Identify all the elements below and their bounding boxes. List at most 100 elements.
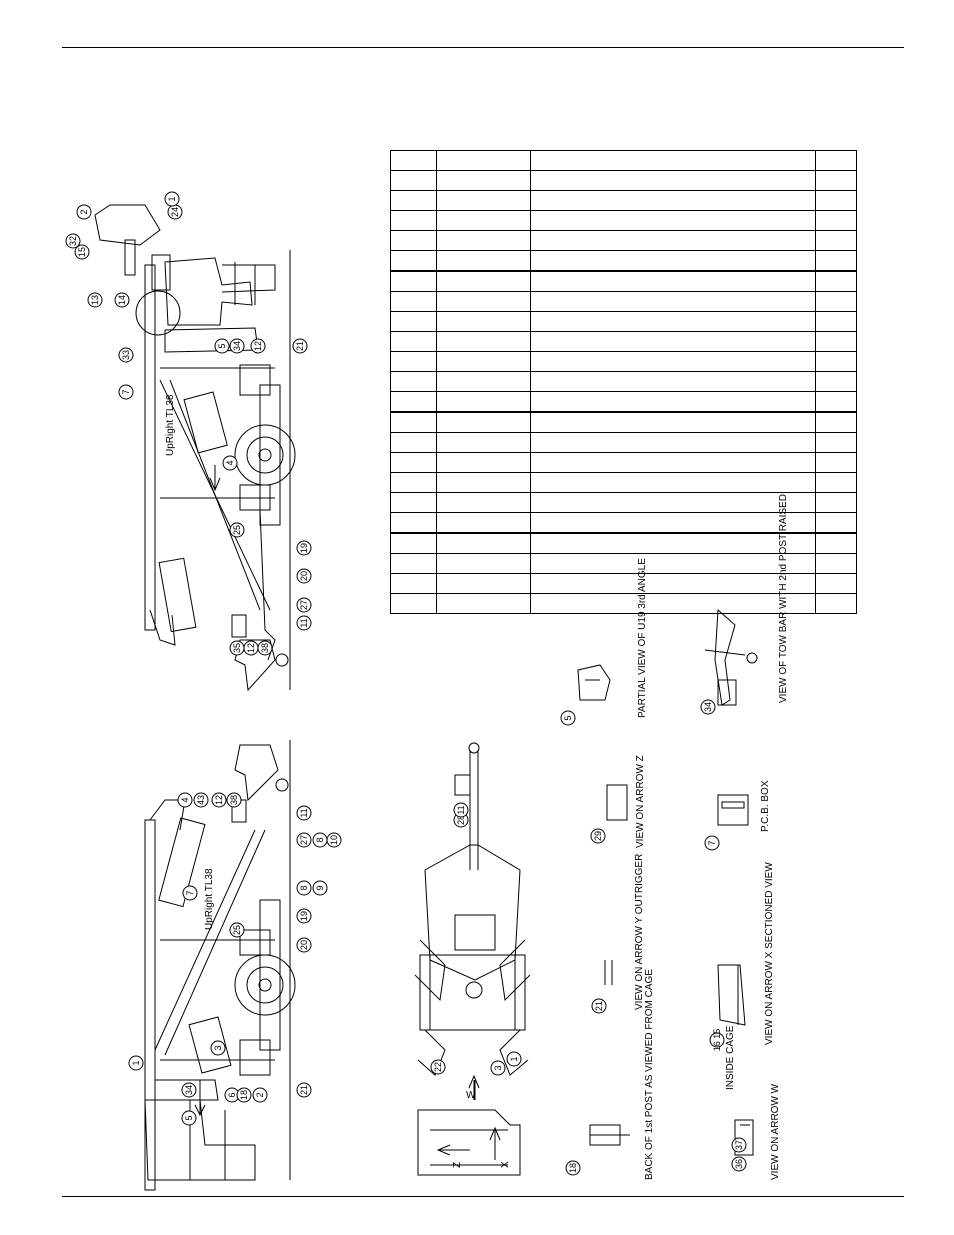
callout-lower: 21 — [296, 1082, 312, 1098]
callout-upper: 32 — [65, 233, 81, 249]
table-row — [390, 371, 857, 392]
svg-text:8: 8 — [315, 837, 325, 842]
table-row — [390, 291, 857, 312]
callout-upper: 11 — [296, 615, 312, 631]
callout-upper: 20 — [296, 568, 312, 584]
svg-text:19: 19 — [299, 911, 309, 921]
plan-view — [414, 742, 531, 1176]
svg-text:37: 37 — [734, 1140, 744, 1150]
table-row — [390, 593, 857, 614]
svg-text:25: 25 — [232, 925, 242, 935]
svg-text:32: 32 — [68, 236, 78, 246]
callout-partial-view: 5 — [560, 710, 576, 726]
svg-text:7: 7 — [121, 389, 131, 394]
callout-lower: 18 — [236, 1087, 252, 1103]
arrow-z-caption: VIEW ON ARROW Z — [635, 755, 646, 848]
table-cell — [815, 371, 857, 392]
svg-text:15: 15 — [77, 247, 87, 257]
callout-lower: 7 — [182, 885, 198, 901]
svg-text:1: 1 — [509, 1056, 519, 1061]
upper-brand-label: UpRight TL38 — [165, 394, 176, 456]
table-row — [390, 311, 857, 332]
inside-cage-label: INSIDE CAGE — [725, 1025, 736, 1090]
svg-text:7: 7 — [707, 840, 717, 845]
upper-elevation-view — [94, 204, 296, 692]
callout-upper: 25 — [229, 522, 245, 538]
svg-text:34: 34 — [184, 1085, 194, 1095]
callout-arrow-z: 29 — [590, 828, 606, 844]
callout-lower: 10 — [326, 832, 342, 848]
svg-text:19: 19 — [299, 543, 309, 553]
svg-text:29: 29 — [593, 831, 603, 841]
svg-text:43: 43 — [196, 795, 206, 805]
view-arrows — [194, 465, 501, 1160]
callout-back-post: 18 — [565, 1160, 581, 1176]
table-row — [390, 250, 857, 272]
svg-text:11: 11 — [456, 805, 466, 814]
svg-text:6: 6 — [227, 1092, 237, 1097]
table-row — [390, 512, 857, 534]
callout-plan: 3 — [490, 1060, 506, 1076]
svg-text:13: 13 — [90, 295, 100, 305]
svg-text:5: 5 — [217, 343, 227, 348]
svg-text:14: 14 — [117, 295, 127, 305]
svg-text:9: 9 — [315, 885, 325, 890]
footer-rule — [62, 1196, 904, 1197]
svg-text:33: 33 — [121, 350, 131, 360]
table-row — [390, 230, 857, 251]
svg-text:34: 34 — [232, 341, 242, 351]
svg-text:18: 18 — [239, 1090, 249, 1100]
table-row — [390, 573, 857, 594]
callout-upper: 12 — [250, 338, 266, 354]
partial-view-line: PARTIAL VIEW OF U19 3rd ANGLE — [637, 558, 648, 718]
callout-upper: 35 — [229, 640, 245, 656]
parts-list-table — [390, 150, 857, 614]
callout-upper: 1 — [164, 191, 180, 207]
callout-lower: 43 — [193, 792, 209, 808]
callout-lower: 20 — [296, 937, 312, 953]
callout-plan: 11 — [453, 802, 469, 818]
callout-lower: 1 — [128, 1055, 144, 1071]
arrow-y-caption: VIEW ON ARROW Y OUTRIGGER — [634, 854, 645, 1010]
table-cell — [815, 492, 857, 513]
callout-lower: 34 — [181, 1082, 197, 1098]
svg-text:7: 7 — [185, 890, 195, 895]
callout-lower: 5 — [181, 1110, 197, 1126]
callout-lower: 12 — [211, 792, 227, 808]
arrow-z-label: Z — [452, 1162, 463, 1168]
svg-text:16 15: 16 15 — [712, 1029, 722, 1052]
svg-text:4: 4 — [180, 797, 190, 802]
svg-text:3: 3 — [213, 1045, 223, 1050]
callout-lower: 38 — [226, 792, 242, 808]
callout-upper: 2 — [76, 204, 92, 220]
callout-arrow-w: 36 — [731, 1156, 747, 1172]
callout-lower: 4 — [177, 792, 193, 808]
rotated-labels: UpRight TL38 UpRight TL38 PARTIAL VIEW O… — [165, 394, 789, 1180]
callout-upper: 24 — [167, 204, 183, 220]
header-rule — [62, 47, 904, 48]
svg-text:11: 11 — [299, 808, 309, 817]
svg-text:35: 35 — [232, 643, 242, 653]
callout-arrow-w: 37 — [731, 1137, 747, 1153]
svg-text:2: 2 — [255, 1092, 265, 1097]
callout-lower: 11 — [296, 805, 312, 821]
arrow-w-caption: VIEW ON ARROW W — [770, 1083, 781, 1180]
callout-lower: 25 — [229, 922, 245, 938]
partial-view-caption: PARTIAL VIEW OF U19 3rd ANGLE — [637, 558, 648, 718]
svg-text:25: 25 — [232, 525, 242, 535]
callout-upper: 14 — [114, 292, 130, 308]
svg-text:12: 12 — [253, 341, 263, 351]
svg-text:18: 18 — [568, 1163, 578, 1173]
callout-tow-bar: 34 — [700, 699, 716, 715]
arrow-w-label: W — [466, 1090, 476, 1101]
svg-text:12: 12 — [246, 643, 256, 653]
callout-upper: 15 — [74, 244, 90, 260]
svg-text:1: 1 — [131, 1060, 141, 1065]
callout-upper: 4 — [222, 455, 238, 471]
svg-text:21: 21 — [299, 1085, 309, 1095]
callout-upper: 13 — [87, 292, 103, 308]
svg-text:20: 20 — [299, 571, 309, 581]
detail-views — [577, 608, 758, 1156]
lower-brand-label: UpRight TL38 — [204, 868, 215, 930]
